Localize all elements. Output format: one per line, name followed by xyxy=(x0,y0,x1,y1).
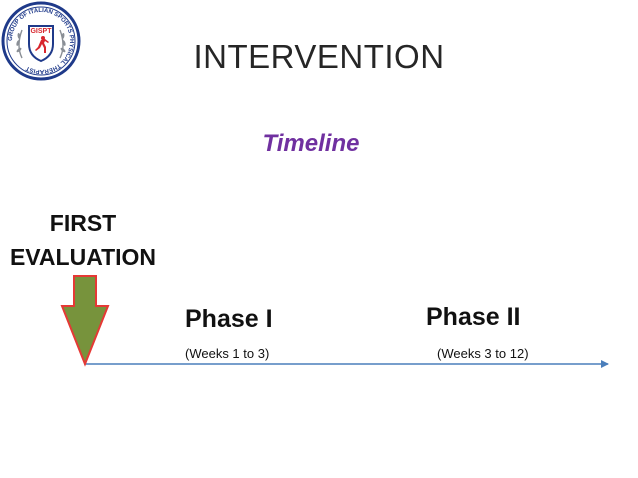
phase-2-label: Phase II xyxy=(426,303,521,331)
phase-1-label: Phase I xyxy=(185,305,273,333)
slide-subtitle: Timeline xyxy=(262,130,360,157)
logo-center-text: GISPT xyxy=(30,28,52,35)
slide-title: INTERVENTION xyxy=(193,38,445,75)
phase-2-weeks: (Weeks 3 to 12) xyxy=(437,346,529,361)
down-arrow-icon xyxy=(60,275,110,367)
gispt-logo: GROUP OF ITALIAN SPORTS PHYSICAL THERAPI… xyxy=(1,1,81,81)
phase-1-weeks: (Weeks 1 to 3) xyxy=(185,346,270,361)
laurel-icon xyxy=(18,29,64,59)
runner-icon xyxy=(35,36,49,53)
